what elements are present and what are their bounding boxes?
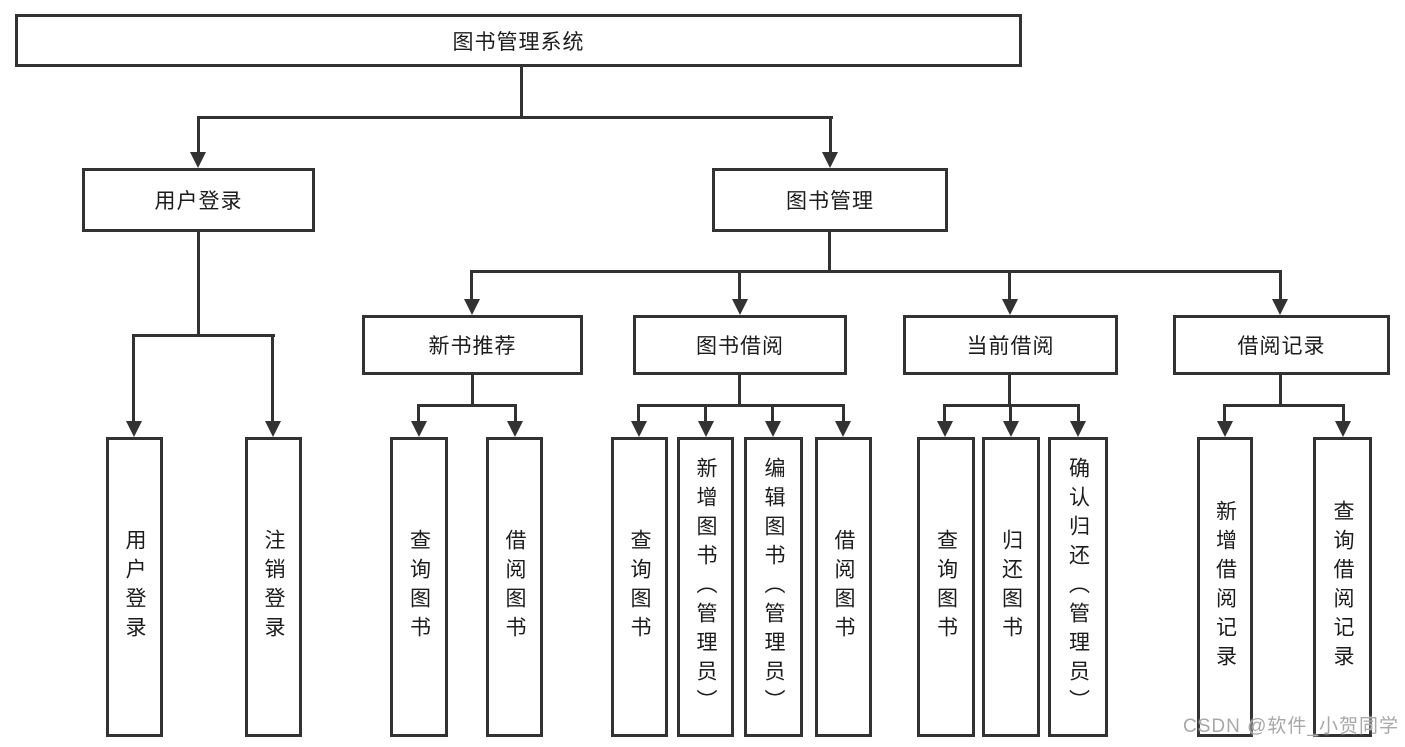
arrowhead (698, 421, 714, 437)
connector-line (738, 373, 741, 407)
node-book-management-module: 图书管理 (712, 168, 948, 232)
node-label: 借阅记录 (1237, 335, 1326, 358)
arrowhead (937, 421, 953, 437)
arrowhead (126, 421, 142, 437)
connector-line (1342, 404, 1345, 424)
connector-line (197, 229, 200, 337)
connector-line (1223, 404, 1226, 424)
connector-line (637, 404, 640, 424)
leaf-borrow-books: 借阅图书 (815, 437, 872, 737)
arrowhead (1335, 421, 1351, 437)
arrowhead (822, 152, 838, 168)
leaf-label: 注销登录 (262, 529, 285, 645)
arrowhead (507, 421, 523, 437)
arrowhead (1070, 421, 1086, 437)
connector-line (417, 404, 420, 424)
connector-line (271, 334, 274, 424)
arrowhead (190, 152, 206, 168)
leaf-query-books-current: 查询图书 (917, 437, 975, 737)
leaf-label: 确认归还（管理员） (1066, 456, 1090, 718)
arrowhead (464, 299, 480, 315)
connector-line (943, 404, 946, 424)
connector-line (704, 404, 707, 424)
node-current-borrowing: 当前借阅 (903, 315, 1118, 375)
connector-line (197, 116, 833, 119)
connector-line (1279, 270, 1282, 302)
connector-line (637, 404, 845, 407)
arrowhead (1272, 299, 1288, 315)
node-label: 图书管理系统 (452, 30, 585, 54)
node-label: 新书推荐 (428, 335, 517, 358)
leaf-label: 新增图书（管理员） (694, 456, 717, 718)
leaf-query-books-borrowing: 查询图书 (611, 437, 668, 737)
leaf-return-book: 归还图书 (982, 437, 1040, 737)
connector-line (842, 404, 845, 424)
connector-line (1279, 373, 1282, 407)
connector-line (514, 404, 517, 424)
leaf-query-books-recommend: 查询图书 (390, 437, 448, 737)
connector-line (197, 116, 200, 156)
connector-line (520, 67, 523, 118)
leaf-confirm-return-admin: 确认归还（管理员） (1048, 437, 1108, 737)
leaf-add-book-admin: 新增图书（管理员） (677, 437, 734, 737)
connector-line (470, 270, 1282, 273)
connector-line (1223, 404, 1345, 407)
leaf-label: 用户登录 (123, 529, 146, 645)
node-library-management-system: 图书管理系统 (15, 14, 1022, 67)
arrowhead (411, 421, 427, 437)
connector-line (1009, 404, 1012, 424)
arrowhead (1002, 299, 1018, 315)
leaf-label: 借阅图书 (832, 529, 855, 645)
connector-line (471, 373, 474, 407)
leaf-label: 借阅图书 (503, 529, 526, 645)
node-label: 当前借阅 (966, 335, 1055, 358)
arrowhead (765, 421, 781, 437)
node-label: 用户登录 (154, 190, 243, 213)
leaf-label: 新增借阅记录 (1213, 500, 1237, 674)
connector-line (132, 334, 275, 337)
csdn-watermark: CSDN @软件_小贺同学 (1183, 716, 1399, 737)
arrowhead (1003, 421, 1019, 437)
node-new-book-recommendation: 新书推荐 (362, 315, 583, 375)
connector-line (470, 270, 473, 302)
connector-line (1008, 270, 1011, 302)
arrowhead (732, 299, 748, 315)
leaf-label: 查询借阅记录 (1331, 500, 1354, 674)
node-user-login-module: 用户登录 (82, 168, 315, 232)
node-borrowing-records: 借阅记录 (1173, 315, 1390, 375)
arrowhead (265, 421, 281, 437)
connector-line (828, 229, 831, 272)
leaf-label: 编辑图书（管理员） (762, 456, 785, 718)
connector-line (771, 404, 774, 424)
connector-line (738, 270, 741, 302)
leaf-label: 查询图书 (407, 529, 431, 645)
leaf-label: 归还图书 (999, 529, 1023, 645)
connector-line (132, 334, 135, 424)
leaf-query-borrow-record: 查询借阅记录 (1313, 437, 1372, 737)
node-label: 图书借阅 (696, 335, 784, 358)
leaf-user-login: 用户登录 (106, 437, 163, 737)
node-label: 图书管理 (786, 190, 874, 213)
connector-line (417, 404, 517, 407)
arrowhead (1217, 421, 1233, 437)
arrowhead (631, 421, 647, 437)
leaf-label: 查询图书 (934, 529, 958, 645)
leaf-label: 查询图书 (628, 529, 651, 645)
node-book-borrowing: 图书借阅 (633, 315, 847, 375)
leaf-logout: 注销登录 (245, 437, 302, 737)
arrowhead (835, 421, 851, 437)
connector-line (829, 116, 832, 156)
connector-line (1077, 404, 1080, 424)
leaf-borrow-books-recommend: 借阅图书 (486, 437, 543, 737)
leaf-edit-book-admin: 编辑图书（管理员） (744, 437, 803, 737)
connector-line (1008, 373, 1011, 407)
leaf-add-borrow-record: 新增借阅记录 (1197, 437, 1253, 737)
